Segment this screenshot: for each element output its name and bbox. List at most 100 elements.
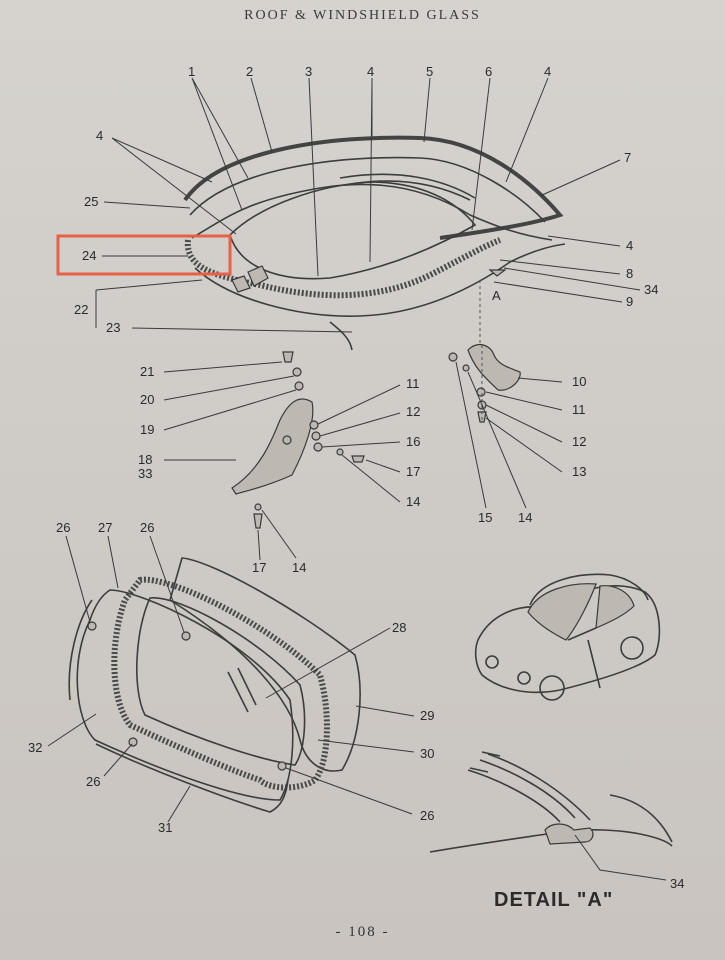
- joint-26-a: [87, 621, 97, 631]
- car-front-wheel: [539, 675, 565, 701]
- leader-4-topright: [505, 77, 549, 183]
- detail-rail: [467, 753, 591, 823]
- label-1: 1: [188, 64, 195, 79]
- label-26-b: 26: [140, 520, 154, 535]
- leader-23: [131, 327, 353, 333]
- label-34-detail: 34: [670, 876, 684, 891]
- label-14-left: 14: [406, 494, 420, 509]
- car-rear-wheel: [620, 636, 644, 660]
- molding-27: [76, 589, 294, 801]
- leader-14-left: [341, 454, 401, 503]
- leader-21: [163, 361, 283, 373]
- label-26-d: 26: [420, 808, 434, 823]
- leader-30: [317, 739, 415, 753]
- screw-14-left: [336, 448, 344, 456]
- roof-rear-trim: [339, 173, 476, 201]
- label-15: 15: [478, 510, 492, 525]
- leader-28: [265, 627, 391, 699]
- leader-27: [107, 535, 119, 589]
- roof-headliner-frame: [191, 183, 553, 241]
- highlight-box: [56, 234, 232, 276]
- washer-12-left: [311, 431, 321, 441]
- joint-26-d: [277, 761, 287, 771]
- label-17-left: 17: [406, 464, 420, 479]
- roof-drip-molding-22: [194, 243, 566, 317]
- label-4-top-b: 4: [544, 64, 551, 79]
- leader-34-top: [503, 267, 641, 291]
- label-34-top: 34: [644, 282, 658, 297]
- leader-14-bottom: [261, 509, 297, 559]
- roof-rail: [189, 156, 546, 223]
- washer-14-right: [462, 364, 470, 372]
- left-bracket-assembly: [231, 351, 365, 529]
- leader-34-detail: [574, 834, 667, 881]
- windshield-assembly: [68, 557, 361, 813]
- view-a-arrow: [488, 269, 507, 277]
- label-13: 13: [572, 464, 586, 479]
- screw-17-bottom: [253, 513, 263, 529]
- label-11-left: 11: [406, 376, 420, 391]
- roof-drip-end: [329, 321, 353, 351]
- label-31: 31: [158, 820, 172, 835]
- leader-12-right: [485, 404, 563, 443]
- leader-17-bottom: [257, 529, 261, 561]
- washer-14-bottom: [254, 503, 262, 511]
- leader-13: [485, 417, 563, 473]
- roof-clip-2: [231, 275, 251, 293]
- label-24: 24: [82, 248, 96, 263]
- leader-26-a: [65, 535, 91, 623]
- detail-cut: [469, 751, 501, 773]
- label-4-top-a: 4: [367, 64, 374, 79]
- leader-19: [163, 389, 297, 431]
- windshield-frame-inner: [135, 597, 306, 766]
- leader-32: [47, 713, 97, 747]
- leader-22: [95, 279, 203, 328]
- bracket-10: [467, 343, 521, 391]
- label-view-a: A: [492, 288, 501, 303]
- leader-25: [103, 201, 191, 209]
- car-door-line: [567, 627, 601, 689]
- leader-11-right: [485, 391, 563, 411]
- leader-3: [308, 77, 319, 277]
- leader-4-right: [547, 235, 621, 247]
- label-29: 29: [420, 708, 434, 723]
- leader-5: [423, 77, 431, 143]
- roof-outer-molding: [183, 135, 564, 240]
- label-8: 8: [626, 266, 633, 281]
- joint-26-b: [181, 631, 191, 641]
- leader-2: [250, 77, 273, 153]
- leader-lines: [47, 77, 667, 881]
- label-2: 2: [246, 64, 253, 79]
- bracket-hole: [282, 435, 292, 445]
- car-windshield: [527, 583, 597, 641]
- label-26-c: 26: [86, 774, 100, 789]
- label-14-right: 14: [518, 510, 532, 525]
- joint-26-c: [128, 737, 138, 747]
- car-headlight-right: [517, 671, 531, 685]
- glass-weatherstrip-30: [111, 576, 330, 791]
- washer-16: [313, 442, 323, 452]
- leader-26-b: [149, 535, 185, 633]
- car-illustration: [474, 573, 661, 701]
- leader-1: [191, 77, 249, 211]
- molding-32: [68, 599, 93, 701]
- label-28: 28: [392, 620, 406, 635]
- leader-20: [163, 375, 295, 401]
- leader-9: [493, 281, 623, 303]
- leader-17-left: [365, 459, 401, 473]
- bracket-18: [231, 398, 314, 495]
- label-19: 19: [140, 422, 154, 437]
- bolt-21: [282, 351, 294, 363]
- label-26-a: 26: [56, 520, 70, 535]
- label-33: 33: [138, 466, 152, 481]
- label-10: 10: [572, 374, 586, 389]
- label-21: 21: [140, 364, 154, 379]
- label-27: 27: [98, 520, 112, 535]
- label-5: 5: [426, 64, 433, 79]
- roof-clip: [247, 265, 269, 287]
- roof-weatherstrip-24: [184, 237, 502, 299]
- car-side-window: [595, 585, 635, 629]
- label-6: 6: [485, 64, 492, 79]
- label-11-right: 11: [572, 402, 586, 417]
- label-23: 23: [106, 320, 120, 335]
